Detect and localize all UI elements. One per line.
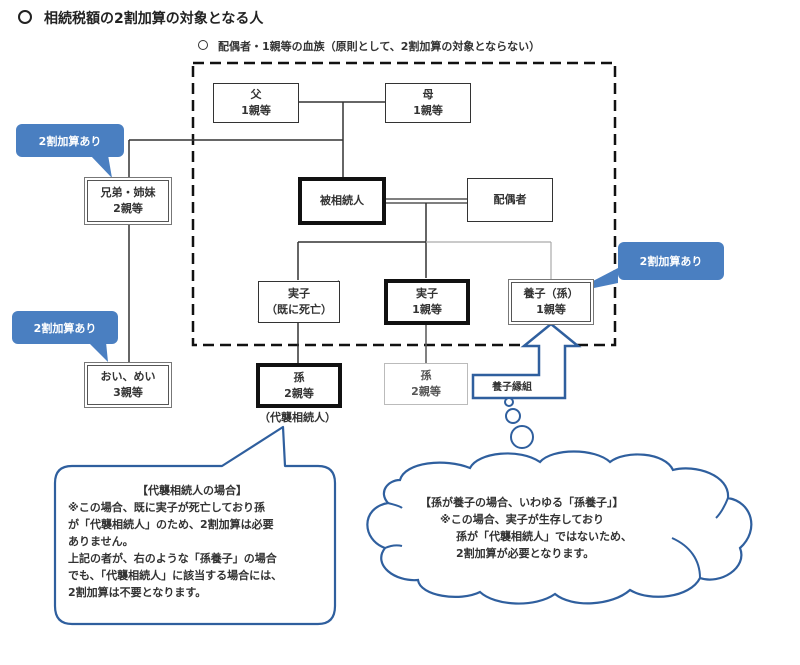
adoption-arrow bbox=[471, 322, 582, 400]
person-degree: 2親等 bbox=[113, 202, 143, 215]
person-name: おい、めい bbox=[100, 370, 156, 383]
person-degree: 2親等 bbox=[411, 385, 441, 398]
thought-bubble-line: 孫が「代襲相続人」ではないため、 bbox=[456, 530, 632, 543]
person-child-deceased: 実子 （既に死亡） bbox=[258, 281, 340, 323]
speech-bubble-line: ありません。 bbox=[68, 535, 134, 548]
person-name: 被相続人 bbox=[320, 194, 364, 207]
siblings-callout-tail bbox=[90, 155, 112, 178]
person-name: 孫 bbox=[420, 369, 432, 382]
speech-bubble-text: 【代襲相続人の場合】 ※この場合、既に実子が死亡しており孫 が「代襲相続人」のた… bbox=[68, 482, 316, 601]
nephew-surcharge-callout: 2割加算あり bbox=[12, 311, 118, 344]
person-degree: 1親等 bbox=[241, 104, 271, 117]
speech-bubble-line: でも、「代襲相続人」に該当する場合には、 bbox=[68, 569, 283, 582]
speech-bubble-line: 上記の者が、右のような「孫養子」の場合 bbox=[68, 552, 277, 565]
diagram-subtitle: 配偶者・1親等の血族（原則として、2割加算の対象とならない） bbox=[198, 38, 540, 54]
diagram-title-text: 相続税額の2割加算の対象となる人 bbox=[44, 11, 264, 27]
diagram-title: 相続税額の2割加算の対象となる人 bbox=[18, 8, 263, 28]
cloud-crease bbox=[715, 497, 729, 519]
thought-bubble-line: 2割加算が必要となります。 bbox=[456, 547, 595, 560]
siblings-surcharge-callout: 2割加算あり bbox=[16, 124, 124, 157]
speech-bubble-line: 2割加算は不要となります。 bbox=[68, 586, 207, 599]
person-name: 父 bbox=[250, 88, 262, 101]
person-grandchild: 孫 2親等 bbox=[384, 363, 468, 405]
adoption-arrow-label: 養子縁組 bbox=[492, 382, 532, 393]
thought-bubble-text: 【孫が養子の場合、いわゆる「孫養子」】 ※この場合、実子が生存しており 孫が「代… bbox=[420, 494, 632, 562]
person-siblings: 兄弟・姉妹 2親等 bbox=[84, 177, 172, 225]
speech-bubble-heading: 【代襲相続人の場合】 bbox=[137, 484, 247, 497]
person-status: （既に死亡） bbox=[266, 303, 332, 316]
person-degree: 1親等 bbox=[536, 303, 566, 316]
cloud-crease bbox=[384, 544, 403, 549]
person-grandchild-representative: 孫 2親等 bbox=[256, 363, 342, 408]
thought-bubble-line: ※この場合、実子が生存しており bbox=[440, 513, 605, 526]
person-name: 実子 bbox=[416, 287, 438, 300]
adopted-surcharge-callout: 2割加算あり bbox=[618, 242, 724, 280]
speech-bubble-line: が「代襲相続人」のため、2割加算は必要 bbox=[68, 518, 274, 531]
cloud-crease bbox=[671, 537, 701, 579]
person-mother: 母 1親等 bbox=[385, 83, 471, 123]
representative-heir-note: （代襲相続人） bbox=[259, 411, 336, 424]
person-father: 父 1親等 bbox=[213, 83, 299, 123]
person-nephew-niece: おい、めい 3親等 bbox=[84, 362, 172, 408]
person-degree: 2親等 bbox=[284, 386, 314, 400]
person-name: 孫 bbox=[293, 370, 305, 384]
nephew-callout-tail bbox=[88, 342, 108, 362]
person-name: 兄弟・姉妹 bbox=[100, 186, 156, 199]
diagram-subtitle-text: 配偶者・1親等の血族（原則として、2割加算の対象とならない） bbox=[218, 40, 541, 53]
thought-dot-medium bbox=[505, 408, 521, 424]
person-degree: 1親等 bbox=[413, 104, 443, 117]
person-name: 母 bbox=[422, 88, 434, 101]
person-name: 実子 bbox=[288, 287, 310, 300]
circle-bullet-icon bbox=[198, 40, 208, 50]
cloud-crease bbox=[387, 502, 403, 509]
speech-bubble-outline bbox=[53, 425, 337, 626]
person-degree: 1親等 bbox=[412, 303, 442, 316]
person-degree: 3親等 bbox=[113, 386, 143, 399]
first-degree-region bbox=[191, 61, 617, 347]
person-child: 実子 1親等 bbox=[384, 279, 470, 325]
circle-bullet-icon bbox=[18, 10, 32, 24]
thought-cloud-outline bbox=[366, 450, 753, 605]
person-spouse: 配偶者 bbox=[467, 178, 553, 222]
thought-dot-small bbox=[504, 397, 514, 407]
person-adopted-grandchild: 養子（孫） 1親等 bbox=[508, 279, 594, 325]
person-name: 配偶者 bbox=[493, 193, 527, 206]
person-decedent: 被相続人 bbox=[298, 177, 386, 225]
thought-bubble-heading: 【孫が養子の場合、いわゆる「孫養子」】 bbox=[420, 496, 624, 509]
thought-dot-large bbox=[510, 425, 534, 449]
person-name: 養子（孫） bbox=[523, 287, 579, 300]
speech-bubble-line: ※この場合、既に実子が死亡しており孫 bbox=[68, 501, 266, 514]
